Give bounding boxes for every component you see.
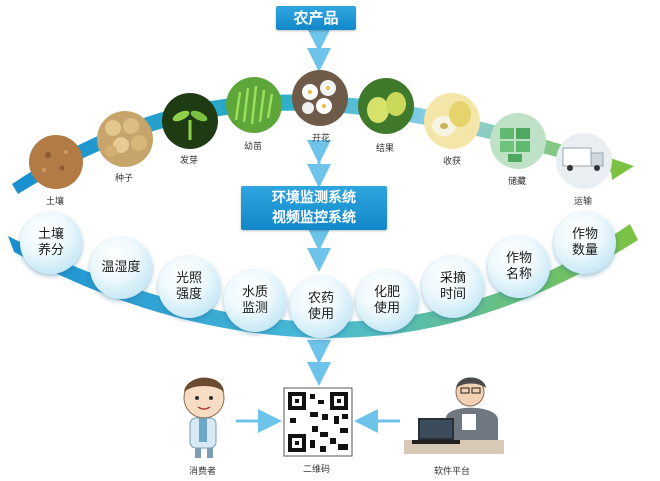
harvest-image [424, 93, 480, 149]
stage-label-seed: 种子 [115, 174, 134, 184]
monitor-picking-time: 采摘时间 [422, 256, 484, 318]
platform-label: 软件平台 [434, 467, 471, 477]
monitor-crop-quantity: 作物数量 [554, 212, 616, 274]
monitor-arc-band [8, 224, 638, 338]
stage-label-fruit: 结果 [376, 144, 395, 154]
stage-label-storage: 储藏 [508, 177, 527, 187]
transport-image [556, 133, 612, 189]
monitoring-system-box: 环境监测系统 视频监控系统 [241, 186, 387, 230]
environment-monitoring-label: 环境监测系统 [272, 190, 356, 206]
storage-image [490, 113, 546, 169]
monitor-soil-nutrients: 土壤养分 [20, 212, 82, 274]
monitor-water-quality: 水质监测 [224, 270, 286, 332]
monitor-temperature-humidity: 温湿度 [90, 237, 152, 299]
monitor-fertilizer-use: 化肥使用 [356, 270, 418, 332]
consumer-label: 消费者 [189, 467, 217, 477]
seed-image [97, 111, 153, 167]
stage-label-sprout: 发芽 [180, 156, 199, 166]
stage-label-seedling: 幼苗 [244, 142, 263, 152]
qr-code [283, 387, 353, 457]
consumer-figure [183, 377, 225, 458]
seedling-image [226, 77, 282, 133]
flower-image [292, 70, 348, 126]
product-box: 农产品 [276, 6, 356, 30]
video-monitoring-label: 视频监控系统 [272, 210, 356, 226]
monitor-crop-name: 作物名称 [488, 236, 550, 298]
stage-label-soil: 土壤 [46, 197, 65, 207]
stage-label-transport: 运输 [574, 197, 593, 207]
sprout-image [162, 93, 218, 149]
monitor-light-intensity: 光照强度 [158, 256, 220, 318]
platform-figure [404, 377, 504, 454]
stage-label-flower: 开花 [312, 134, 331, 144]
monitor-pesticide-use: 农药使用 [290, 276, 352, 338]
soil-image [29, 135, 83, 189]
stage-label-harvest: 收获 [443, 157, 462, 167]
qr-label: 二维码 [303, 465, 331, 475]
fruit-image [358, 78, 414, 134]
